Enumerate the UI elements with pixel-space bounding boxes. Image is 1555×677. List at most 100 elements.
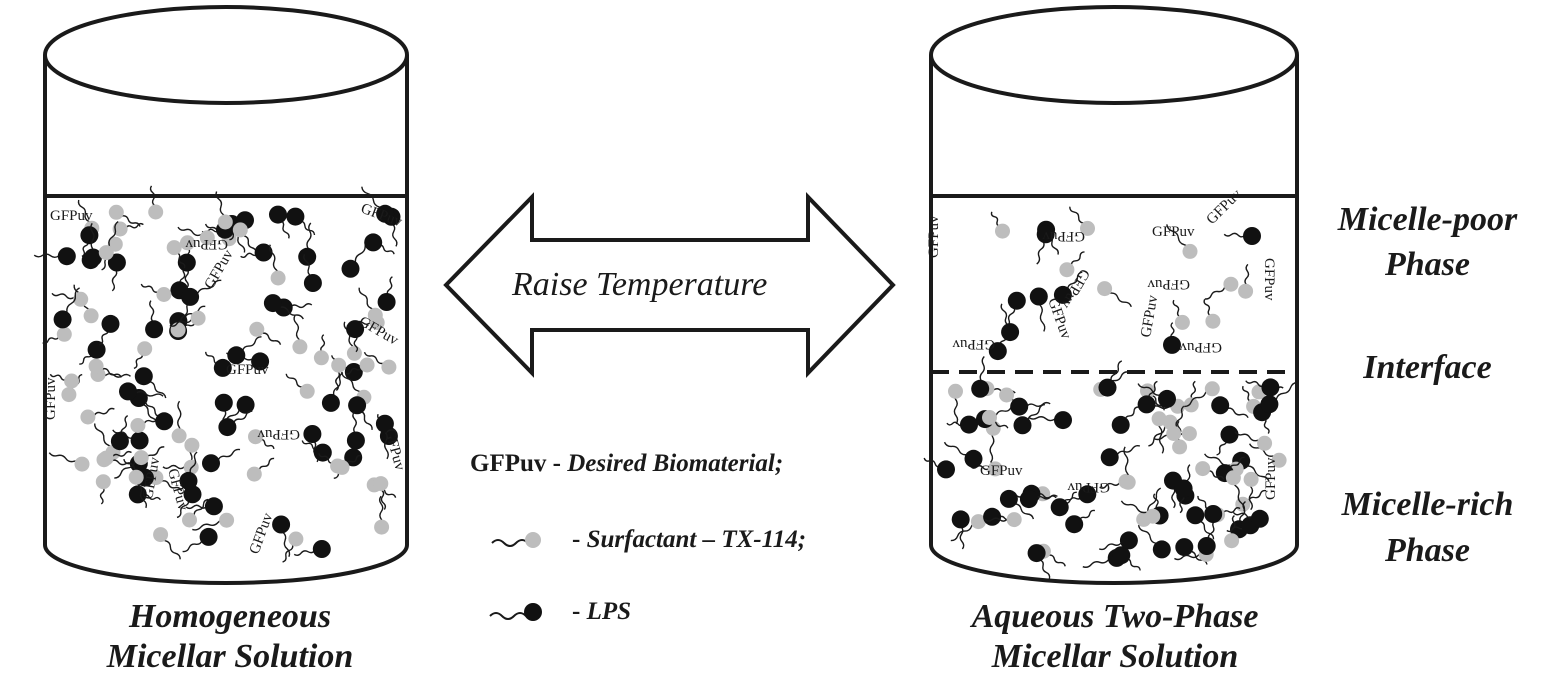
- left-surfactant-head: [199, 230, 215, 246]
- rich-lps-head: [1119, 531, 1138, 550]
- left-surfactant-head: [270, 270, 286, 286]
- legend-gfp-key: GFPuv: [470, 450, 547, 477]
- arrow-label: Raise Temperature: [512, 266, 768, 303]
- gfp-label: GFPuv: [185, 236, 228, 252]
- rich-lps-head: [1261, 378, 1280, 397]
- poor-surfactant-head: [1059, 262, 1075, 278]
- left-surfactant-head: [292, 339, 308, 355]
- left-surfactant-head: [83, 308, 99, 324]
- legend-surfactant-desc: Surfactant – TX-114;: [586, 526, 807, 553]
- rich-lps-head: [951, 510, 970, 529]
- left-surfactant-head: [232, 222, 248, 238]
- rich-lps-head: [1197, 537, 1216, 555]
- rich-surfactant-head: [1166, 426, 1182, 441]
- left-lps-head: [321, 393, 340, 412]
- poor-lps-head: [1053, 285, 1072, 304]
- left-surfactant-head: [330, 458, 346, 474]
- left-surfactant-head: [112, 221, 128, 237]
- gfp-label: GFPuv: [1179, 339, 1222, 355]
- rich-lps-head: [1137, 395, 1156, 414]
- rich-lps-head: [1019, 490, 1038, 509]
- rich-lps-head: [971, 379, 990, 398]
- left-lps-head: [213, 358, 232, 377]
- legend-surfactant-tail: [491, 539, 529, 547]
- gfp-label: GFPuv: [1147, 276, 1190, 292]
- legend-surfactant-head: [525, 532, 541, 548]
- poor-lps-head: [1001, 323, 1020, 342]
- left-lps-head: [199, 527, 218, 546]
- rich-lps-head: [1050, 498, 1069, 517]
- left-surfactant-head: [74, 456, 90, 472]
- legend-lps-sep: -: [572, 598, 581, 625]
- poor-lps-head: [1029, 287, 1048, 306]
- gfp-label: GFPuv: [1138, 294, 1161, 339]
- rich-surfactant-head: [1195, 461, 1211, 477]
- rich-lps-head: [1204, 505, 1223, 523]
- legend-gfp: GFPuv - Desired Biomaterial;: [470, 450, 783, 478]
- poor-lps-head: [988, 342, 1007, 361]
- left-surfactant-head: [219, 512, 235, 528]
- left-surfactant-head: [133, 450, 149, 466]
- gfp-label: GFPuv: [926, 215, 942, 258]
- poor-surfactant-head: [995, 223, 1010, 239]
- interface-label: Interface: [1363, 349, 1492, 386]
- rich-lps-head: [1098, 378, 1117, 397]
- rich-surfactant-head: [1224, 533, 1240, 549]
- poor-surfactant-head: [1097, 281, 1113, 297]
- poor-surfactant-head: [1182, 243, 1198, 259]
- left-surfactant-head: [95, 474, 111, 490]
- left-lps-head: [346, 431, 365, 450]
- legend-lps: - LPS: [572, 598, 631, 626]
- left-surfactant-head: [170, 322, 186, 338]
- left-lps-head: [341, 259, 360, 278]
- gfp-label: GFPuv: [247, 510, 277, 556]
- legend-lps-desc: LPS: [586, 598, 632, 625]
- left-surfactant-head: [190, 310, 206, 326]
- left-lps-head: [344, 363, 363, 381]
- rich-lps-head: [1174, 479, 1193, 498]
- rich-lps-head: [1111, 415, 1130, 434]
- rich-surfactant-head: [1172, 439, 1188, 455]
- poor-surfactant-head: [1238, 283, 1254, 299]
- rich-lps-head: [964, 449, 983, 468]
- micelle-poor-label-line1: Micelle-poor: [1337, 201, 1518, 238]
- left-surfactant-head: [88, 358, 104, 374]
- left-surfactant-head: [299, 383, 315, 399]
- rich-lps-head: [1100, 448, 1119, 467]
- rich-lps-head: [1175, 538, 1194, 557]
- left-surfactant-head: [148, 204, 164, 220]
- micelle-rich-label-line2: Phase: [1385, 532, 1470, 569]
- legend-gfp-sep: -: [552, 450, 561, 477]
- left-surfactant-head: [182, 512, 197, 528]
- left-lps-head: [177, 253, 196, 272]
- left-lps-head: [377, 293, 396, 311]
- left-lps-head: [254, 243, 273, 262]
- poor-surfactant-head: [1080, 220, 1095, 236]
- rich-surfactant-head: [1271, 452, 1287, 468]
- rich-surfactant-head: [1120, 474, 1136, 490]
- left-surfactant-head: [313, 350, 329, 366]
- left-surfactant-head: [166, 240, 182, 256]
- poor-lps-head: [1007, 291, 1026, 310]
- right-cylinder: [929, 5, 1299, 585]
- left-lps-head: [110, 432, 129, 451]
- gfp-label: GFPuv: [381, 427, 408, 473]
- gfp-label: GFPuv: [1263, 457, 1279, 500]
- left-lps-head: [313, 443, 332, 462]
- left-cylinder-top: [43, 5, 409, 105]
- left-lps-head: [214, 393, 233, 412]
- left-lps-head: [269, 205, 287, 224]
- rich-lps-head: [1078, 485, 1097, 504]
- legend-gfp-desc: Desired Biomaterial;: [567, 450, 784, 477]
- legend-lps-tail: [489, 612, 527, 620]
- left-surfactant-head: [346, 345, 362, 361]
- right-caption-line2: Micellar Solution: [991, 638, 1239, 675]
- gfp-label: GFPuv: [202, 247, 237, 292]
- right-cylinder-bottom: [929, 544, 1299, 585]
- left-surfactant-head: [80, 409, 96, 425]
- rich-lps-head: [1065, 515, 1084, 534]
- left-lps-head: [375, 414, 394, 433]
- double-arrow: [443, 192, 896, 378]
- gfp-label: GFPuv: [140, 456, 163, 501]
